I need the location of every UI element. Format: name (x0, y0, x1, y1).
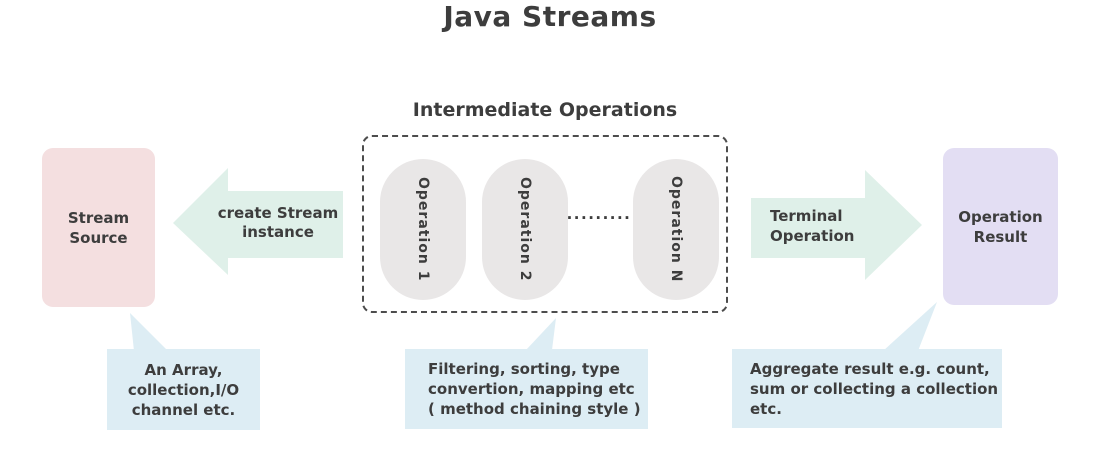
operation-2-pill: Operation 2 (482, 159, 568, 300)
terminal-operation-arrow-label: Terminal Operation (770, 207, 855, 245)
result-callout-tail-icon (883, 302, 937, 351)
intermediate-operations-callout: Filtering, sorting, type convertion, map… (405, 349, 648, 429)
intermediate-operations-heading: Intermediate Operations (412, 99, 678, 121)
stream-source-callout: An Array, collection,I/O channel etc. (107, 349, 260, 430)
create-stream-arrow-left-icon (173, 168, 343, 275)
intermediate-operations-box: Operation 1 Operation 2 ......... Operat… (362, 135, 728, 313)
create-stream-arrow-label: create Stream instance (217, 204, 339, 241)
operation-result-callout: Aggregate result e.g. count, sum or coll… (732, 349, 1002, 428)
operation-1-pill: Operation 1 (380, 159, 466, 300)
stream-source-node: Stream Source (42, 148, 155, 307)
intermediate-callout-tail-icon (526, 318, 556, 350)
operation-n-pill: Operation N (633, 159, 719, 300)
operation-result-node: Operation Result (943, 148, 1058, 305)
operation-1-label: Operation 1 (415, 177, 431, 282)
operations-ellipsis: ......... (566, 205, 632, 223)
source-callout-tail-icon (130, 313, 168, 351)
page-title: Java Streams (443, 0, 657, 33)
operation-n-label: Operation N (668, 176, 684, 283)
operation-2-label: Operation 2 (517, 177, 533, 282)
terminal-operation-arrow-right-icon (751, 170, 922, 280)
